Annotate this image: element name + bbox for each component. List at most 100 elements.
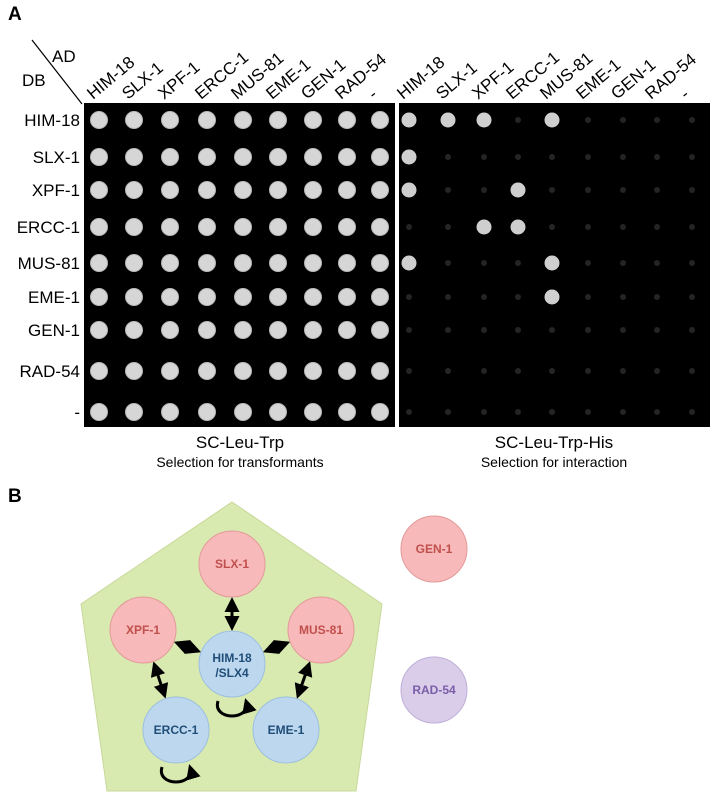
interaction-spot-negative xyxy=(585,224,591,230)
transformant-spot xyxy=(125,362,143,380)
transformant-spot xyxy=(161,148,179,166)
transformant-spot xyxy=(198,181,216,199)
plate-1-title: SC-Leu-Trp xyxy=(196,433,284,452)
plate-2-subtitle: Selection for interaction xyxy=(481,454,627,470)
node-label: EME-1 xyxy=(268,723,305,737)
transformant-spot xyxy=(90,321,108,339)
interaction-spot-negative xyxy=(515,327,521,333)
transformant-spot xyxy=(125,111,143,129)
transformant-spot xyxy=(338,111,356,129)
transformant-spot xyxy=(234,181,252,199)
node-circle xyxy=(400,656,468,724)
transformant-spot xyxy=(338,288,356,306)
row-label: RAD-54 xyxy=(20,362,80,381)
interaction-arrows xyxy=(150,597,313,784)
interaction-spot-negative xyxy=(689,224,695,230)
node-label: MUS-81 xyxy=(299,623,343,637)
interaction-spot-positive xyxy=(401,112,417,128)
interaction-spot-negative xyxy=(481,368,487,374)
transformant-spot xyxy=(269,254,287,272)
interaction-spot-negative xyxy=(689,294,695,300)
plate-1-subtitle: Selection for transformants xyxy=(156,454,323,470)
interaction-spot-negative xyxy=(549,187,555,193)
interaction-spot-negative xyxy=(620,327,626,333)
interaction-spot-negative xyxy=(515,294,521,300)
transformant-spot xyxy=(269,218,287,236)
transformant-spot xyxy=(125,254,143,272)
interaction-spot-negative xyxy=(445,368,451,374)
node-eme1: EME-1 xyxy=(252,696,320,764)
transformant-spot xyxy=(161,362,179,380)
transformant-spot xyxy=(161,181,179,199)
corner-ad-label: AD xyxy=(52,47,76,66)
transformant-spot xyxy=(269,181,287,199)
corner-diagonal xyxy=(31,39,83,105)
row-label: SLX-1 xyxy=(33,148,80,167)
interaction-spot-negative xyxy=(549,154,555,160)
node-gen1: GEN-1 xyxy=(400,515,468,583)
interaction-spot-negative xyxy=(445,154,451,160)
interaction-spot-negative xyxy=(689,187,695,193)
interaction-spot-negative xyxy=(689,368,695,374)
interaction-spot-negative xyxy=(481,260,487,266)
interaction-spot-negative xyxy=(515,409,521,415)
transformant-spot xyxy=(338,321,356,339)
interaction-spot-negative xyxy=(585,294,591,300)
interaction-spot-negative xyxy=(654,154,660,160)
transformant-spot xyxy=(304,254,322,272)
interaction-spot-negative xyxy=(549,368,555,374)
transformant-spot xyxy=(304,288,322,306)
interaction-spot-positive xyxy=(476,112,492,128)
transformant-spot xyxy=(371,288,389,306)
transformant-spot xyxy=(269,148,287,166)
node-slx1: SLX-1 xyxy=(198,530,266,598)
interaction-spot-negative xyxy=(406,224,412,230)
interaction-spot-negative xyxy=(654,187,660,193)
interaction-spot-negative xyxy=(620,224,626,230)
interaction-spot-negative xyxy=(515,117,521,123)
transformant-spot xyxy=(90,254,108,272)
yeast-spots xyxy=(90,111,695,421)
interaction-spot-negative xyxy=(620,117,626,123)
interaction-spot-negative xyxy=(549,327,555,333)
transformant-spot xyxy=(125,148,143,166)
transformant-spot xyxy=(338,403,356,421)
row-label: - xyxy=(74,403,80,422)
row-label: XPF-1 xyxy=(32,181,80,200)
interaction-spot-negative xyxy=(620,294,626,300)
interaction-spot-negative xyxy=(481,327,487,333)
interaction-spot-negative xyxy=(445,327,451,333)
interaction-spot-positive xyxy=(476,219,492,235)
interaction-spot-negative xyxy=(445,260,451,266)
interaction-spot-negative xyxy=(620,368,626,374)
transformant-spot xyxy=(338,148,356,166)
interaction-spot-negative xyxy=(549,409,555,415)
interaction-spot-negative xyxy=(481,187,487,193)
interaction-spot-positive xyxy=(544,112,560,128)
row-label: ERCC-1 xyxy=(17,218,80,237)
transformant-spot xyxy=(304,181,322,199)
transformant-spot xyxy=(371,181,389,199)
interaction-spot-negative xyxy=(689,154,695,160)
transformant-spot xyxy=(198,288,216,306)
interaction-spot-negative xyxy=(481,294,487,300)
row-label: MUS-81 xyxy=(18,254,80,273)
transformant-spot xyxy=(161,403,179,421)
interaction-spot-negative xyxy=(585,260,591,266)
node-circle xyxy=(109,596,177,664)
interaction-spot-positive xyxy=(401,255,417,271)
transformant-spot xyxy=(304,403,322,421)
node-circle xyxy=(198,630,266,698)
transformant-spot xyxy=(125,403,143,421)
interaction-spot-negative xyxy=(481,409,487,415)
transformant-spot xyxy=(125,218,143,236)
transformant-spot xyxy=(198,403,216,421)
transformant-spot xyxy=(125,181,143,199)
interaction-spot-negative xyxy=(654,294,660,300)
node-him18: HIM-18/SLX4 xyxy=(198,630,266,698)
node-circle xyxy=(287,596,355,664)
interaction-spot-negative xyxy=(689,117,695,123)
transformant-spot xyxy=(90,111,108,129)
